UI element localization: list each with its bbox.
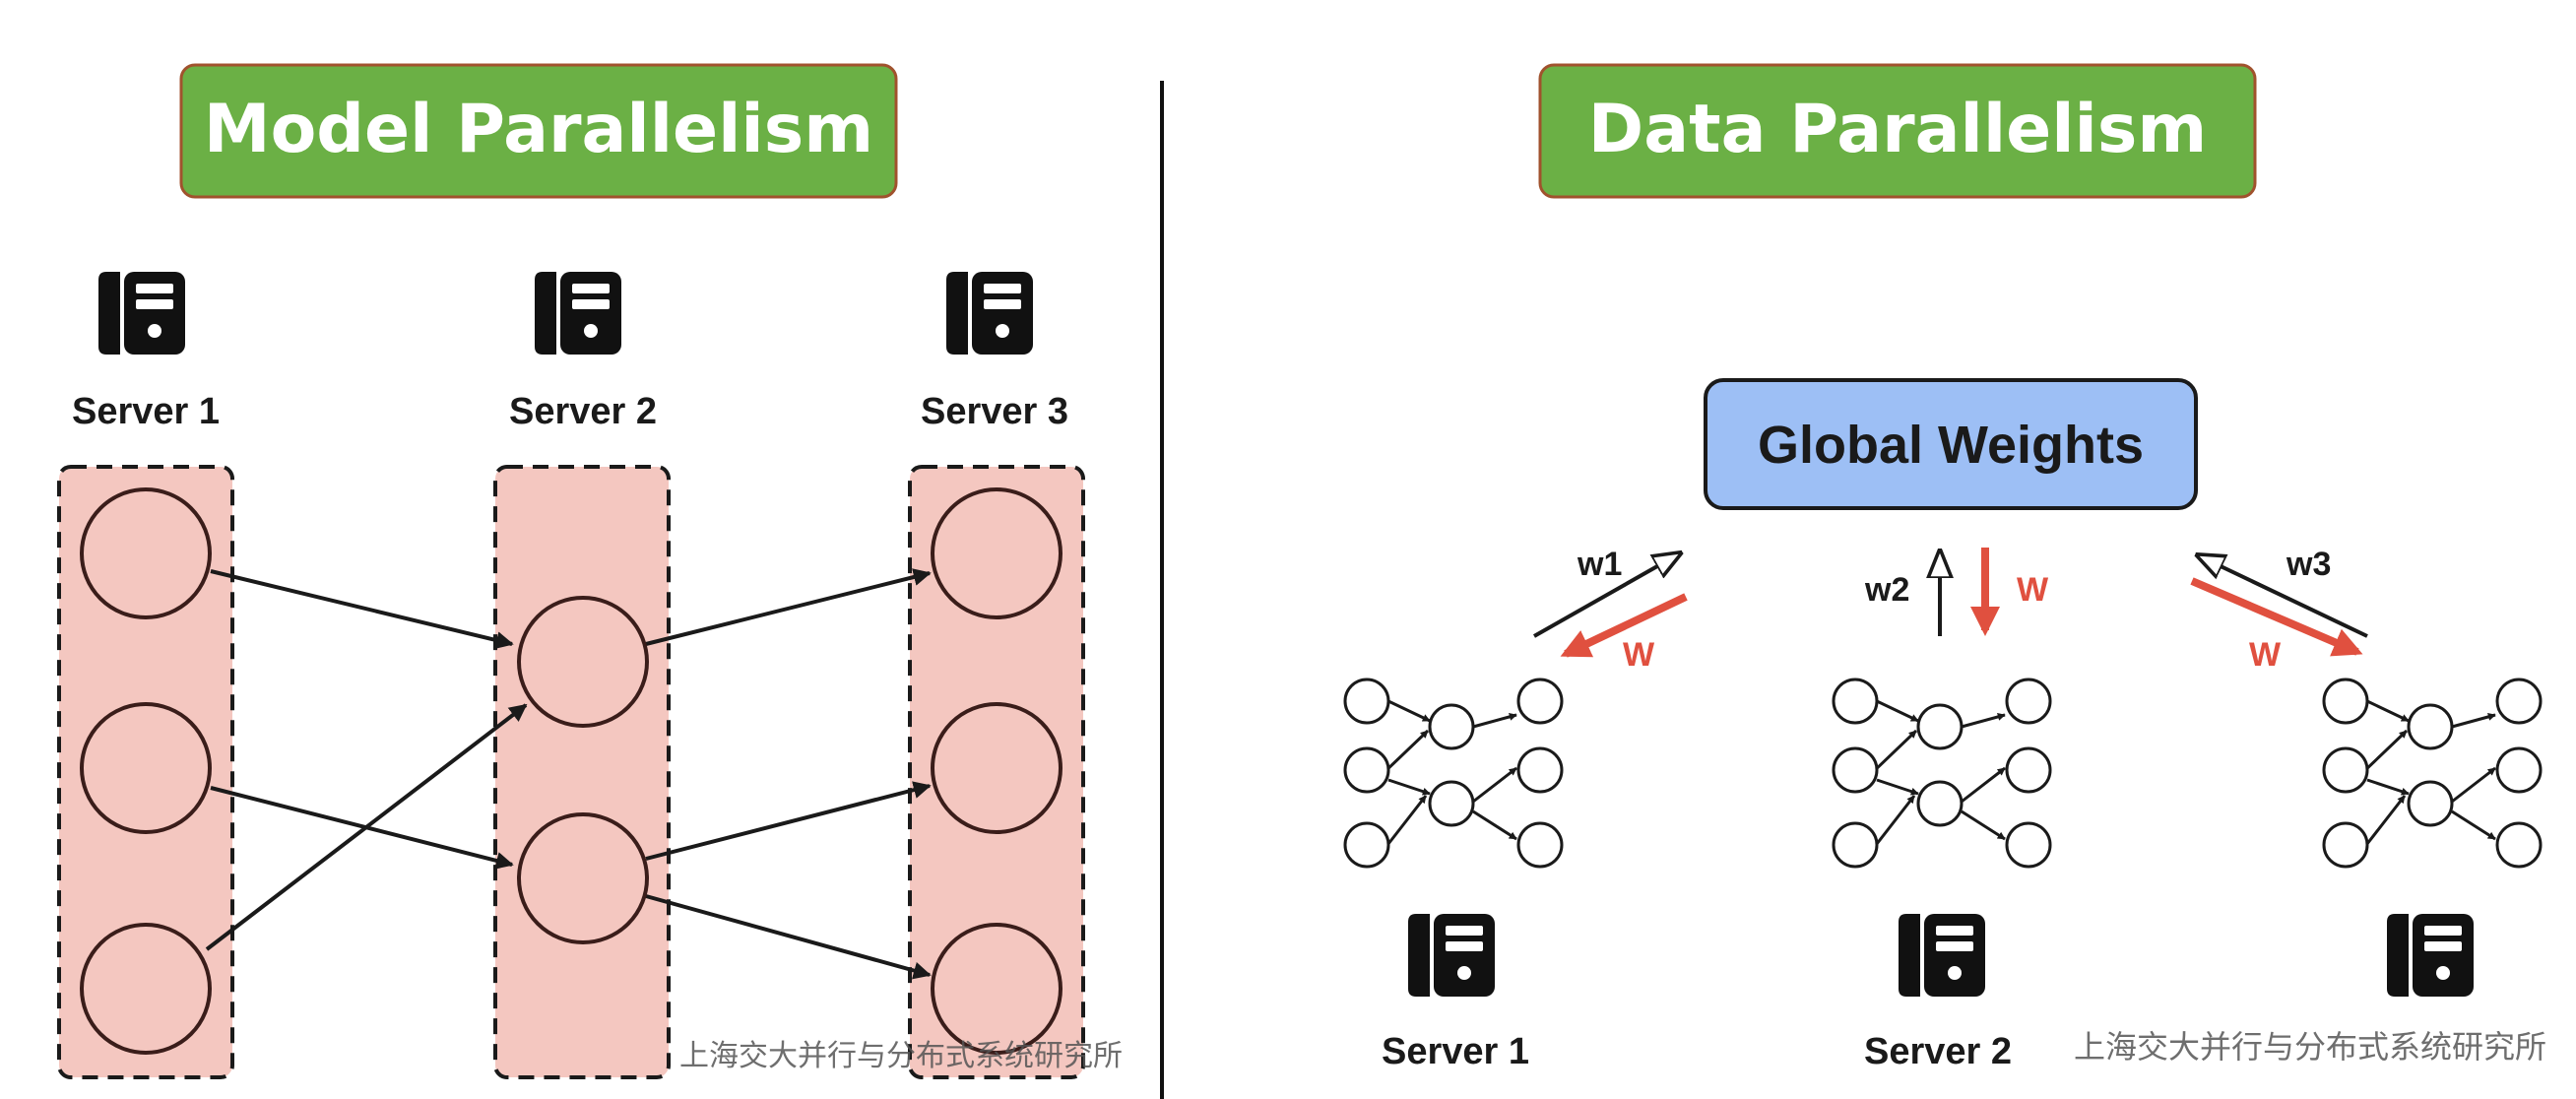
server-icon [98, 272, 185, 355]
mp-watermark: 上海交大并行与分布式系统研究所 [679, 1040, 1123, 1072]
mp-server-2: Server 2 [509, 272, 657, 432]
w2-label: w2 [1864, 571, 1909, 609]
mp-edge [210, 569, 514, 649]
dp-watermark: 上海交大并行与分布式系统研究所 [2074, 1029, 2546, 1065]
w3-up-arrow [2198, 555, 2368, 638]
neuron [80, 923, 212, 1055]
mini-network-2 [1832, 678, 2052, 869]
data-parallelism-title: Data Parallelism [1588, 91, 2207, 168]
mp-connections [205, 568, 932, 980]
server-icon [2387, 914, 2474, 997]
server-label: Server 1 [1382, 1031, 1529, 1072]
neuron [517, 596, 649, 728]
dp-server-2: Server 2 [1864, 914, 2012, 1072]
w-label: W [1623, 636, 1655, 674]
mp-edge [210, 786, 514, 870]
dp-server-1: Server 1 [1382, 914, 1529, 1072]
server-label: Server 2 [509, 391, 657, 432]
dp-update-arrows-3: w3 W [2190, 546, 2368, 674]
model-parallelism-title: Model Parallelism [204, 91, 873, 168]
neuron [517, 812, 649, 944]
neuron [80, 487, 212, 619]
mp-column-1 [57, 465, 234, 1079]
dp-update-arrows-1: w1 W [1533, 546, 1688, 674]
w1-up-arrow [1533, 553, 1680, 638]
neuron [80, 702, 212, 834]
server-icon [946, 272, 1033, 355]
mp-edge [205, 703, 528, 951]
neuron [931, 487, 1063, 619]
mp-edge [645, 568, 932, 646]
mini-network-1 [1343, 678, 1564, 869]
model-parallelism-banner: Model Parallelism [179, 63, 898, 199]
server-icon [1899, 914, 1985, 997]
server-icon [535, 272, 621, 355]
mp-neurons [80, 487, 1063, 1055]
dp-update-arrows-2: w2 W [1864, 548, 2049, 636]
w-down-arrow [1560, 593, 1688, 658]
dp-server-3 [2387, 914, 2474, 997]
w-down-arrow [2190, 577, 2363, 657]
w1-label: w1 [1577, 546, 1622, 583]
w3-label: w3 [2286, 546, 2331, 583]
mini-network-3 [2322, 678, 2543, 869]
mp-edge [645, 781, 932, 861]
w-label: W [2017, 571, 2049, 609]
server-icon [1408, 914, 1495, 997]
w-label: W [2249, 636, 2282, 674]
mp-edge [645, 894, 932, 980]
server-label: Server 3 [921, 391, 1068, 432]
neuron [931, 923, 1063, 1055]
mp-server-3: Server 3 [921, 272, 1068, 432]
mp-column-3 [908, 465, 1085, 1079]
data-parallelism-banner: Data Parallelism [1538, 63, 2257, 199]
server-label: Server 1 [72, 391, 220, 432]
model-parallelism-panel: Model Parallelism Server 1 Server 2 Serv… [57, 63, 1123, 1079]
server-label: Server 2 [1864, 1031, 2012, 1072]
global-weights-label: Global Weights [1758, 416, 2144, 475]
mp-column-2 [493, 465, 671, 1079]
mp-server-1: Server 1 [72, 272, 220, 432]
neuron [931, 702, 1063, 834]
data-parallelism-panel: Data Parallelism Global Weights w1 W w2 … [1343, 63, 2546, 1072]
global-weights-box: Global Weights [1704, 378, 2198, 510]
